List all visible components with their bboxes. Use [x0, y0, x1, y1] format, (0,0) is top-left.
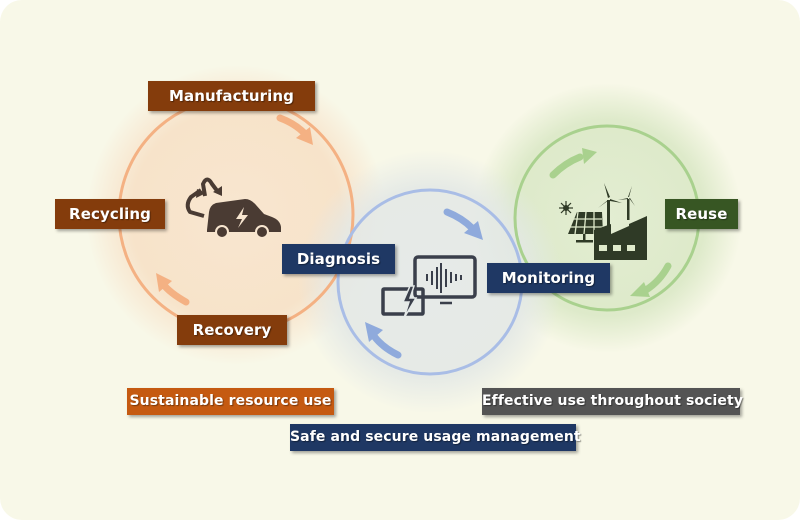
- theme-effective-label: Effective use throughout society: [482, 393, 744, 409]
- arrow-to-diagnosis-icon: [365, 322, 402, 359]
- theme-effective-use: Effective use throughout society: [482, 388, 744, 415]
- arrow-recovery-icon: [156, 273, 190, 306]
- stage-manufacturing-label: Manufacturing: [168, 87, 295, 105]
- recycle-electric-car-icon: [185, 177, 281, 239]
- arrow-reuse-top-icon: [549, 148, 597, 179]
- stage-reuse: Reuse: [665, 199, 738, 229]
- arrow-reuse-bottom-icon: [630, 262, 672, 297]
- stage-recovery: Recovery: [177, 315, 287, 345]
- stage-recycling-label: Recycling: [69, 205, 151, 223]
- theme-sustainable-resource-use: Sustainable resource use: [127, 388, 334, 415]
- stage-recovery-label: Recovery: [192, 321, 272, 339]
- theme-sustainable-label: Sustainable resource use: [129, 393, 332, 409]
- stage-monitoring: Monitoring: [487, 263, 610, 293]
- arrow-manufacturing-icon: [276, 114, 313, 145]
- stage-monitoring-label: Monitoring: [501, 269, 596, 287]
- renewable-energy-factory-icon: [559, 183, 647, 260]
- battery-monitor-icon: [381, 255, 477, 319]
- stage-diagnosis-label: Diagnosis: [296, 250, 381, 268]
- arrow-to-monitoring-icon: [443, 208, 483, 240]
- theme-safe-secure-usage: Safe and secure usage management: [290, 424, 581, 451]
- stage-manufacturing: Manufacturing: [148, 81, 315, 111]
- stage-reuse-label: Reuse: [675, 205, 728, 223]
- stage-recycling: Recycling: [55, 199, 165, 229]
- stage-diagnosis: Diagnosis: [282, 244, 395, 274]
- theme-safe-label: Safe and secure usage management: [290, 429, 581, 445]
